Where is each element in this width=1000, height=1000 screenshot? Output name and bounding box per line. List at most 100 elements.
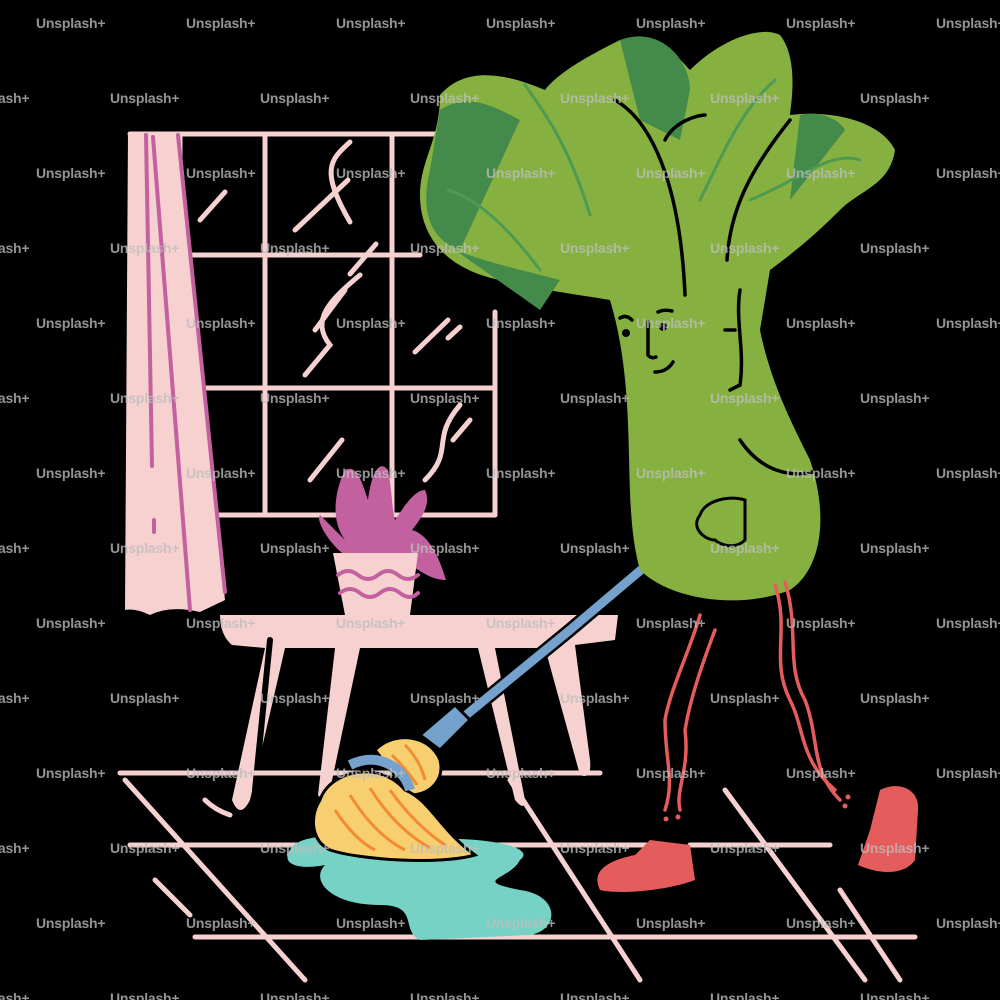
- watermark-text: Unsplash+: [260, 990, 330, 1000]
- watermark-text: Unsplash+: [36, 15, 106, 31]
- watermark-text: Unsplash+: [186, 915, 256, 931]
- watermark-text: Unsplash+: [636, 615, 706, 631]
- watermark-text: Unsplash+: [36, 315, 106, 331]
- watermark-text: Unsplash+: [336, 765, 406, 781]
- bok-choy-character: [420, 31, 895, 601]
- watermark-text: Unsplash+: [936, 915, 1000, 931]
- watermark-text: Unsplash+: [110, 240, 180, 256]
- watermark-text: Unsplash+: [36, 615, 106, 631]
- watermark-text: Unsplash+: [0, 240, 30, 256]
- watermark-text: Unsplash+: [0, 840, 30, 856]
- watermark-text: Unsplash+: [186, 465, 256, 481]
- watermark-text: Unsplash+: [636, 15, 706, 31]
- watermark-text: Unsplash+: [486, 765, 556, 781]
- character-legs: [663, 580, 842, 812]
- watermark-text: Unsplash+: [336, 315, 406, 331]
- watermark-text: Unsplash+: [486, 915, 556, 931]
- watermark-text: Unsplash+: [710, 540, 780, 556]
- watermark-text: Unsplash+: [860, 690, 930, 706]
- watermark-text: Unsplash+: [936, 765, 1000, 781]
- watermark-text: Unsplash+: [560, 990, 630, 1000]
- watermark-text: Unsplash+: [710, 990, 780, 1000]
- watermark-text: Unsplash+: [410, 990, 480, 1000]
- watermark-text: Unsplash+: [410, 90, 480, 106]
- watermark-text: Unsplash+: [260, 390, 330, 406]
- watermark-text: Unsplash+: [786, 165, 856, 181]
- potted-plant: [319, 466, 446, 615]
- watermark-text: Unsplash+: [0, 90, 30, 106]
- watermark-text: Unsplash+: [110, 540, 180, 556]
- watermark-text: Unsplash+: [560, 90, 630, 106]
- watermark-text: Unsplash+: [260, 690, 330, 706]
- watermark-text: Unsplash+: [336, 465, 406, 481]
- watermark-text: Unsplash+: [186, 165, 256, 181]
- watermark-text: Unsplash+: [636, 165, 706, 181]
- watermark-text: Unsplash+: [560, 390, 630, 406]
- watermark-text: Unsplash+: [336, 915, 406, 931]
- watermark-text: Unsplash+: [936, 165, 1000, 181]
- watermark-text: Unsplash+: [36, 915, 106, 931]
- watermark-text: Unsplash+: [260, 90, 330, 106]
- watermark-text: Unsplash+: [260, 240, 330, 256]
- watermark-text: Unsplash+: [710, 240, 780, 256]
- watermark-text: Unsplash+: [36, 465, 106, 481]
- curtain: [125, 132, 227, 615]
- watermark-text: Unsplash+: [786, 915, 856, 931]
- window: [127, 131, 498, 523]
- watermark-text: Unsplash+: [186, 615, 256, 631]
- watermark-text: Unsplash+: [186, 765, 256, 781]
- watermark-text: Unsplash+: [786, 15, 856, 31]
- watermark-text: Unsplash+: [186, 15, 256, 31]
- watermark-text: Unsplash+: [110, 390, 180, 406]
- watermark-text: Unsplash+: [860, 90, 930, 106]
- watermark-text: Unsplash+: [486, 15, 556, 31]
- watermark-text: Unsplash+: [260, 840, 330, 856]
- watermark-text: Unsplash+: [336, 15, 406, 31]
- watermark-text: Unsplash+: [636, 315, 706, 331]
- watermark-text: Unsplash+: [560, 240, 630, 256]
- watermark-text: Unsplash+: [786, 765, 856, 781]
- watermark-text: Unsplash+: [36, 165, 106, 181]
- watermark-text: Unsplash+: [410, 390, 480, 406]
- watermark-text: Unsplash+: [860, 240, 930, 256]
- watermark-text: Unsplash+: [0, 690, 30, 706]
- watermark-text: Unsplash+: [336, 165, 406, 181]
- watermark-text: Unsplash+: [786, 315, 856, 331]
- watermark-text: Unsplash+: [936, 15, 1000, 31]
- watermark-text: Unsplash+: [936, 315, 1000, 331]
- watermark-text: Unsplash+: [710, 840, 780, 856]
- watermark-text: Unsplash+: [560, 840, 630, 856]
- watermark-text: Unsplash+: [110, 690, 180, 706]
- watermark-text: Unsplash+: [410, 690, 480, 706]
- watermark-text: Unsplash+: [110, 990, 180, 1000]
- watermark-text: Unsplash+: [560, 690, 630, 706]
- watermark-text: Unsplash+: [410, 240, 480, 256]
- watermark-text: Unsplash+: [110, 90, 180, 106]
- watermark-text: Unsplash+: [860, 390, 930, 406]
- watermark-text: Unsplash+: [486, 315, 556, 331]
- watermark-text: Unsplash+: [410, 540, 480, 556]
- watermark-text: Unsplash+: [936, 615, 1000, 631]
- watermark-text: Unsplash+: [336, 615, 406, 631]
- watermark-text: Unsplash+: [636, 765, 706, 781]
- watermark-text: Unsplash+: [560, 540, 630, 556]
- side-table: [220, 615, 618, 810]
- watermark-text: Unsplash+: [710, 90, 780, 106]
- watermark-text: Unsplash+: [786, 615, 856, 631]
- watermark-text: Unsplash+: [0, 990, 30, 1000]
- watermark-text: Unsplash+: [110, 840, 180, 856]
- left-shoe: [597, 840, 695, 892]
- watermark-text: Unsplash+: [186, 315, 256, 331]
- watermark-text: Unsplash+: [786, 465, 856, 481]
- watermark-text: Unsplash+: [486, 165, 556, 181]
- watermark-text: Unsplash+: [486, 465, 556, 481]
- watermark-text: Unsplash+: [36, 765, 106, 781]
- watermark-text: Unsplash+: [410, 840, 480, 856]
- watermark-text: Unsplash+: [0, 540, 30, 556]
- watermark-text: Unsplash+: [936, 465, 1000, 481]
- watermark-text: Unsplash+: [710, 690, 780, 706]
- watermark-text: Unsplash+: [636, 465, 706, 481]
- watermark-text: Unsplash+: [636, 915, 706, 931]
